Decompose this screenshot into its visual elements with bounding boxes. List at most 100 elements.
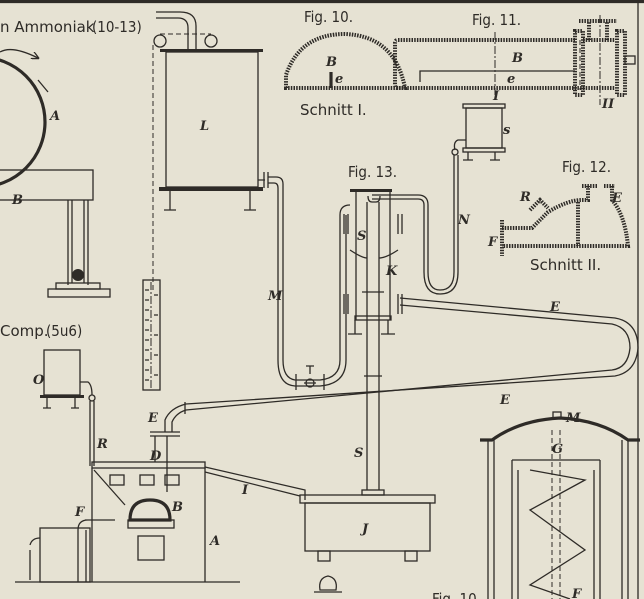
- fig-10: Fig. 10. B e Schnitt I.: [284, 8, 408, 119]
- label-fig10: Fig. 10.: [304, 8, 353, 26]
- drawing-stroke: [39, 527, 91, 583]
- furnace-A: D I F B A: [15, 449, 306, 583]
- drawing-stroke: [502, 186, 631, 248]
- drawing-stroke: [314, 575, 342, 593]
- drawing-stroke: [142, 279, 161, 391]
- tank-O: O R: [33, 349, 108, 466]
- label-vessel-M: M: [565, 411, 581, 426]
- drawing-stroke: [137, 535, 165, 561]
- drawing-stroke: [361, 489, 385, 496]
- title-range: (10-13): [92, 18, 142, 36]
- drawing-stroke: [465, 107, 503, 149]
- schnitt-2: Schnitt II.: [530, 256, 601, 274]
- drawing-stroke: [393, 38, 585, 90]
- label-pipe-E3: E: [147, 411, 159, 426]
- drawing-stroke: [0, 48, 38, 58]
- drawing-stroke: [463, 152, 500, 161]
- label-fig10-B: B: [325, 55, 337, 70]
- drawing-stroke: [156, 11, 197, 50]
- drawing-stroke: [204, 34, 218, 48]
- label-fig10-e: e: [335, 72, 343, 87]
- drawing-stroke: [487, 440, 629, 599]
- fig-13-column: Fig. 13. S K S: [343, 163, 403, 490]
- drawing-stroke: [511, 459, 601, 599]
- label-tank-O: O: [33, 373, 45, 388]
- drawing-stroke: [37, 79, 49, 93]
- drawing-stroke: [462, 147, 506, 153]
- label-title-fragment: n Ammoniak: [0, 18, 95, 36]
- label-vessel-G: G: [552, 442, 563, 457]
- drawing-stroke: [164, 474, 180, 486]
- label-drum-B: B: [11, 193, 23, 208]
- label-pipe-E2: E: [499, 393, 511, 408]
- drawing-stroke: [348, 320, 395, 335]
- fig-11: Fig. 11. B e I II: [393, 11, 636, 112]
- drawing-stroke: [171, 304, 631, 432]
- drawing-stroke: [367, 195, 381, 203]
- drawing-stroke: [372, 155, 455, 291]
- drawing-stroke: [295, 365, 325, 390]
- drawing-stroke: [40, 395, 84, 398]
- drawing-stroke: [204, 466, 306, 500]
- label-fig11-e: e: [507, 72, 515, 87]
- drawing-stroke: [284, 31, 408, 90]
- tank-J: J: [299, 489, 436, 593]
- drawing-stroke: [0, 169, 94, 201]
- drum-assembly: A B: [0, 48, 111, 298]
- drawing-stroke: [139, 474, 155, 486]
- drawing-stroke: [128, 498, 172, 522]
- drawing-stroke: [47, 288, 111, 298]
- drawing-stroke: [258, 172, 269, 188]
- drawing-stroke: [164, 297, 639, 432]
- vessel-fig-bottom: M G F Fig. 10: [432, 411, 640, 599]
- drawing-stroke: [159, 187, 263, 191]
- drawing-stroke: [299, 494, 436, 504]
- drawing-stroke: [419, 70, 575, 82]
- label-fig11: Fig. 11.: [472, 11, 521, 29]
- drawing-stroke: [89, 401, 95, 466]
- label-fig12: Fig. 12.: [562, 158, 611, 176]
- label-vessel-F: F: [571, 587, 582, 599]
- drawing-stroke: [153, 34, 167, 48]
- drawing-stroke: [165, 51, 259, 188]
- label-fig11-I: I: [492, 89, 500, 104]
- label-fig-bottom-partial: Fig. 10: [432, 590, 477, 599]
- tank-L: L M: [152, 11, 351, 390]
- label-tube-S: S: [354, 446, 363, 461]
- label-fig12-E: E: [611, 191, 623, 206]
- drawing-stroke: [93, 469, 126, 506]
- drawing-stroke: [164, 191, 256, 211]
- drawing-stroke: [80, 381, 93, 396]
- drawing-stroke: [305, 378, 315, 388]
- drawing-stroke: [43, 349, 81, 396]
- drawing-stroke: [268, 182, 347, 387]
- drawing-stroke: [154, 436, 168, 492]
- drawing-stroke: [462, 103, 506, 109]
- drawing-stroke: [317, 550, 331, 562]
- drawing-stroke: [55, 282, 101, 290]
- label-fig12-F: F: [487, 235, 498, 250]
- label-pipe-I: I: [241, 483, 249, 498]
- drawing-stroke: [43, 398, 79, 409]
- drawing-stroke: [573, 29, 585, 97]
- drawing-stroke: [268, 176, 351, 381]
- drawing-stroke: [91, 461, 206, 469]
- drawing-stroke: [583, 38, 615, 90]
- label-tank-L: L: [199, 119, 209, 134]
- drawing-stroke: [355, 192, 391, 320]
- drawing-stroke: [350, 189, 392, 192]
- label-col-K: K: [385, 264, 398, 279]
- drawing-stroke: [127, 519, 175, 529]
- label-drum-A: A: [48, 109, 60, 124]
- drawing-stroke: [624, 55, 636, 65]
- label-pipe-F: F: [74, 505, 85, 520]
- pipe-E: E E E: [147, 297, 639, 492]
- drawing-stroke: [552, 411, 562, 419]
- label-tank-J: J: [359, 522, 369, 537]
- drawing-stroke: [451, 148, 459, 156]
- drawing-stroke: [88, 394, 96, 402]
- tank-s: s N: [372, 103, 511, 295]
- drawing-stroke: [29, 537, 41, 580]
